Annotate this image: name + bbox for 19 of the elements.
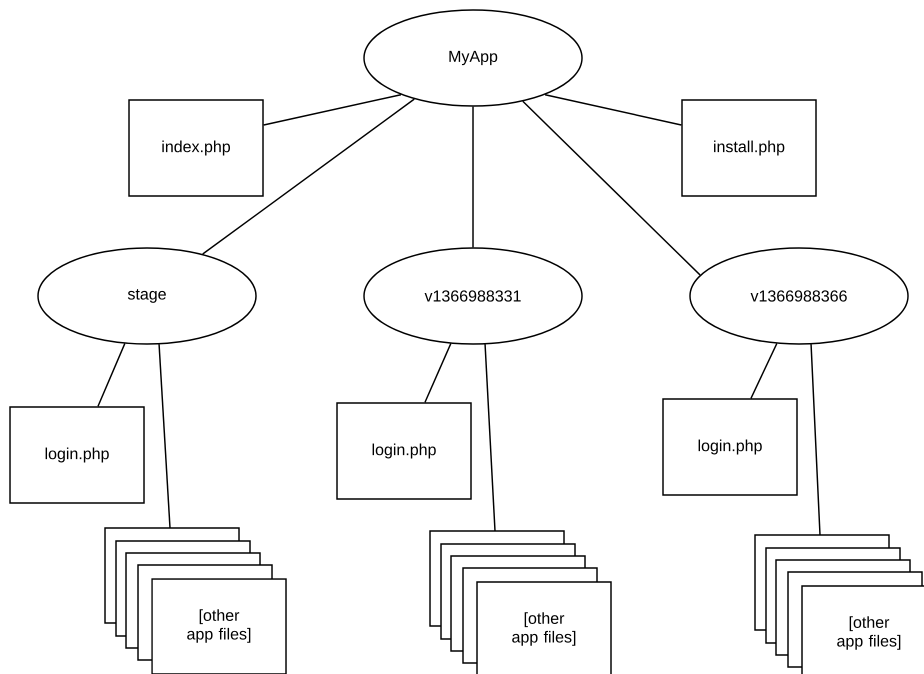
connector-line [810, 344, 821, 536]
connector-line [97, 343, 126, 407]
file-box: login.php [662, 398, 798, 496]
connector-line [472, 106, 474, 248]
connector-line [522, 100, 701, 276]
connector-line [750, 343, 778, 399]
connector-line [264, 94, 402, 126]
file-box: login.php [9, 406, 145, 504]
connector-line [484, 344, 496, 532]
file-box: install.php [681, 99, 817, 197]
connector-line [158, 344, 171, 528]
file-stack: [other app files] [754, 534, 924, 674]
file-box: login.php [336, 402, 472, 500]
file-stack: [other app files] [104, 527, 287, 674]
connector-line [424, 343, 452, 403]
file-box: index.php [128, 99, 264, 197]
connector-line [544, 94, 682, 126]
connector-line [202, 98, 415, 255]
file-stack: [other app files] [429, 530, 612, 674]
